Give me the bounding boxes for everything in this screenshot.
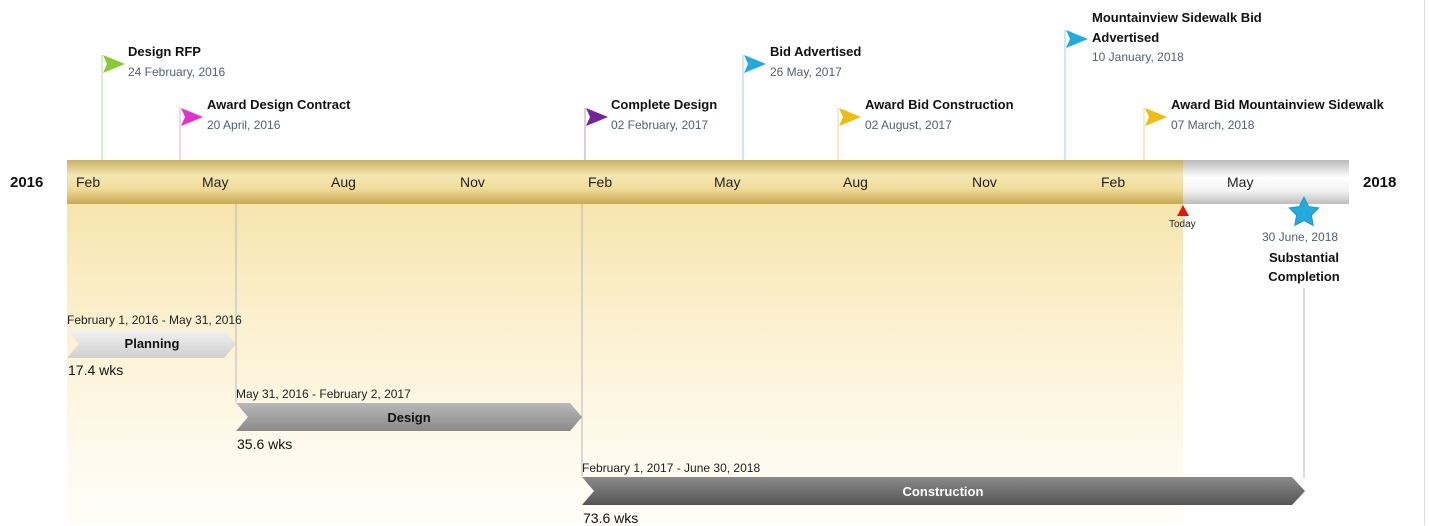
task-label-planning: Planning — [124, 336, 180, 351]
task-range-planning: February 1, 2016 - May 31, 2016 — [67, 313, 242, 327]
task-range-construction: February 1, 2017 - June 30, 2018 — [582, 461, 761, 475]
task-bar-design — [236, 403, 582, 431]
milestone-date: 07 March, 2018 — [1171, 118, 1255, 132]
flag-icon-complete-design — [586, 108, 608, 126]
milestone-date: 02 August, 2017 — [865, 118, 952, 132]
milestone-title: Award Bid Mountainview Sidewalk — [1171, 97, 1384, 112]
milestone-date: 02 February, 2017 — [611, 118, 709, 132]
page-edge-divider — [1424, 0, 1425, 525]
milestone-title: Bid Advertised — [770, 44, 862, 59]
future-band — [1183, 160, 1349, 204]
month-label: Feb — [1101, 174, 1126, 190]
past-band — [67, 160, 1183, 204]
task-duration-planning: 17.4 wks — [68, 362, 124, 378]
month-label: Aug — [331, 174, 356, 190]
month-label: Feb — [76, 174, 101, 190]
month-label: May — [714, 174, 741, 190]
month-label: Nov — [972, 174, 997, 190]
task-range-design: May 31, 2016 - February 2, 2017 — [236, 387, 411, 401]
task-bar-planning — [67, 330, 236, 358]
flag-icon-bid-advertised — [744, 55, 766, 73]
milestone-award-design-contract: Award Design Contract 20 April, 2016 — [207, 97, 351, 132]
flag-icon-award-bid-construction — [839, 108, 861, 126]
task-duration-design: 35.6 wks — [237, 436, 293, 452]
task-label-design: Design — [387, 410, 431, 425]
completion-label-line1: Substantial — [1268, 250, 1340, 265]
task-duration-construction: 73.6 wks — [583, 510, 639, 526]
start-year-label: 2016 — [10, 174, 44, 191]
milestone-date: 24 February, 2016 — [128, 65, 226, 79]
milestone-date: 20 April, 2016 — [207, 118, 281, 132]
milestone-award-bid-construction: Award Bid Construction 02 August, 2017 — [865, 97, 1014, 132]
milestone-complete-design: Complete Design 02 February, 2017 — [611, 97, 717, 132]
past-fade-area — [67, 203, 1183, 525]
completion-label: Substantial Completion — [1254, 248, 1354, 286]
today-marker-icon — [1177, 205, 1189, 216]
flag-icon-design-rfp — [103, 55, 125, 73]
flag-icon-award-design — [181, 108, 203, 126]
milestone-title-line2: Advertised — [1092, 30, 1160, 45]
today-label: Today — [1169, 219, 1196, 230]
star-icon — [1288, 196, 1320, 227]
milestone-title: Design RFP — [128, 44, 201, 59]
milestone-title: Mountainview Sidewalk Bid — [1092, 10, 1262, 25]
milestone-title: Award Design Contract — [207, 97, 351, 112]
milestone-title: Complete Design — [611, 97, 718, 112]
task-label-construction: Construction — [902, 484, 984, 499]
flag-icon-award-mountainview — [1145, 108, 1167, 126]
month-label: May — [1227, 174, 1254, 190]
milestone-award-bid-mountainview: Award Bid Mountainview Sidewalk 07 March… — [1171, 97, 1384, 132]
milestone-mountainview-bid-advertised: Mountainview Sidewalk Bid Advertised 10 … — [1092, 10, 1262, 64]
month-label: Feb — [588, 174, 613, 190]
milestone-stems — [101, 30, 1145, 160]
month-label: May — [202, 174, 229, 190]
milestone-bid-advertised: Bid Advertised 26 May, 2017 — [770, 44, 861, 79]
milestone-title: Award Bid Construction — [865, 97, 1014, 112]
month-label: Nov — [460, 174, 485, 190]
milestone-date: 10 January, 2018 — [1092, 50, 1184, 64]
completion-label-line2: Completion — [1268, 269, 1340, 284]
completion-date: 30 June, 2018 — [1262, 230, 1339, 244]
end-year-label: 2018 — [1363, 174, 1397, 191]
flag-icon-mountainview-bid — [1066, 30, 1088, 48]
milestone-design-rfp: Design RFP 24 February, 2016 — [128, 44, 225, 79]
milestone-date: 26 May, 2017 — [770, 65, 842, 79]
task-bar-construction — [582, 477, 1305, 505]
month-label: Aug — [843, 174, 868, 190]
